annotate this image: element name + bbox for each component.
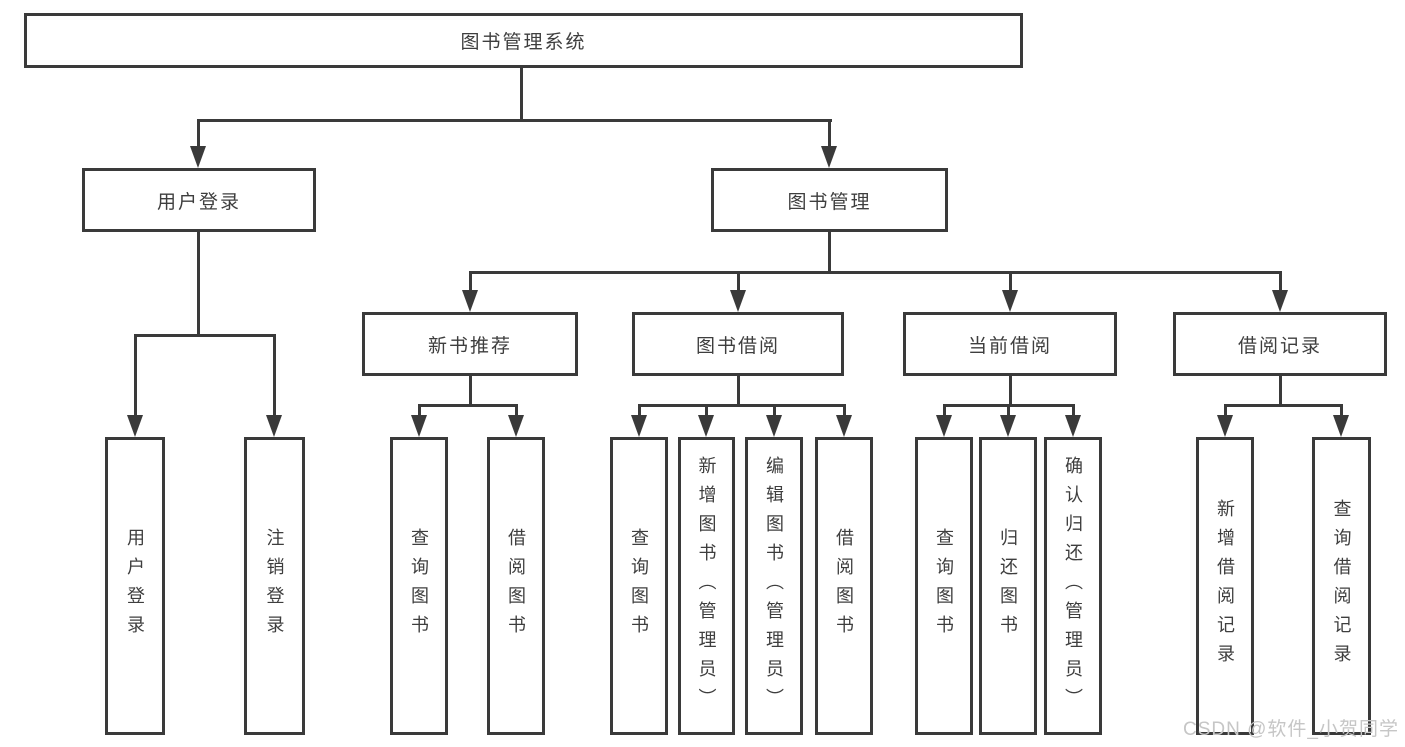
node-user-login: 用户登录 — [82, 168, 316, 232]
arrowhead-down-icon — [836, 415, 852, 437]
leaf-edit-book: 编辑图书（管理员） — [745, 437, 803, 735]
arrowhead-down-icon — [1000, 415, 1016, 437]
arrowhead-down-icon — [821, 146, 837, 168]
connector-line — [1007, 404, 1010, 417]
arrowhead-down-icon — [266, 415, 282, 437]
connector-line — [737, 374, 740, 406]
leaf-add-borrow-record-label: 新增借阅记录 — [1215, 499, 1235, 673]
leaf-add-book: 新增图书（管理员） — [678, 437, 735, 735]
node-root-label: 图书管理系统 — [460, 32, 587, 53]
arrowhead-down-icon — [631, 415, 647, 437]
leaf-add-book-label: 新增图书（管理员） — [696, 455, 717, 717]
connector-line — [418, 404, 421, 417]
leaf-query-book-c-label: 查询图书 — [934, 528, 954, 644]
connector-line — [469, 374, 472, 406]
leaf-query-book-a: 查询图书 — [390, 437, 448, 735]
connector-line — [1224, 404, 1342, 407]
connector-line — [418, 404, 518, 407]
connector-line — [1009, 374, 1012, 406]
connector-line — [134, 334, 137, 417]
arrowhead-down-icon — [698, 415, 714, 437]
connector-line — [197, 119, 200, 148]
leaf-confirm-return-label: 确认归还（管理员） — [1063, 455, 1083, 717]
node-new-book-rec: 新书推荐 — [362, 312, 578, 376]
node-borrow-record-label: 借阅记录 — [1237, 335, 1322, 357]
node-root: 图书管理系统 — [24, 13, 1023, 68]
leaf-add-borrow-record: 新增借阅记录 — [1196, 437, 1254, 735]
node-book-borrow: 图书借阅 — [632, 312, 844, 376]
connector-line — [134, 334, 276, 337]
connector-line — [515, 404, 518, 417]
leaf-query-book-a-label: 查询图书 — [409, 528, 429, 644]
arrowhead-down-icon — [1065, 415, 1081, 437]
connector-line — [705, 404, 708, 417]
arrowhead-down-icon — [766, 415, 782, 437]
connector-line — [1279, 271, 1282, 292]
connector-line — [773, 404, 776, 417]
leaf-logout: 注销登录 — [244, 437, 305, 735]
leaf-edit-book-label: 编辑图书（管理员） — [764, 455, 784, 717]
csdn-watermark: CSDN @软件_小贺同学 — [1183, 719, 1399, 740]
arrowhead-down-icon — [730, 290, 746, 312]
connector-line — [197, 119, 832, 122]
arrowhead-down-icon — [462, 290, 478, 312]
node-user-login-label: 用户登录 — [156, 191, 241, 213]
node-book-mgmt: 图书管理 — [711, 168, 948, 232]
leaf-borrow-book-b-label: 借阅图书 — [834, 528, 854, 644]
connector-line — [1224, 404, 1227, 417]
node-current-borrow: 当前借阅 — [903, 312, 1117, 376]
connector-line — [469, 271, 1282, 274]
leaf-query-borrow-record-label: 查询借阅记录 — [1331, 499, 1352, 673]
leaf-query-book-b-label: 查询图书 — [629, 528, 649, 644]
leaf-query-borrow-record: 查询借阅记录 — [1312, 437, 1371, 735]
leaf-borrow-book-a-label: 借阅图书 — [506, 528, 526, 644]
arrowhead-down-icon — [1333, 415, 1349, 437]
arrowhead-down-icon — [508, 415, 524, 437]
leaf-user-login-label: 用户登录 — [125, 528, 145, 644]
arrowhead-down-icon — [190, 146, 206, 168]
connector-line — [273, 334, 276, 417]
leaf-user-login: 用户登录 — [105, 437, 165, 735]
node-book-borrow-label: 图书借阅 — [695, 335, 780, 357]
arrowhead-down-icon — [936, 415, 952, 437]
connector-line — [1009, 271, 1012, 292]
connector-line — [1340, 404, 1343, 417]
arrowhead-down-icon — [1002, 290, 1018, 312]
node-new-book-rec-label: 新书推荐 — [427, 335, 512, 357]
connector-line — [828, 230, 831, 274]
node-current-borrow-label: 当前借阅 — [967, 335, 1052, 357]
connector-line — [843, 404, 846, 417]
connector-line — [469, 271, 472, 292]
connector-line — [828, 119, 831, 148]
connector-line — [737, 271, 740, 292]
node-borrow-record: 借阅记录 — [1173, 312, 1387, 376]
connector-line — [943, 404, 946, 417]
leaf-return-book: 归还图书 — [979, 437, 1037, 735]
connector-line — [1072, 404, 1075, 417]
leaf-logout-label: 注销登录 — [264, 528, 285, 644]
arrowhead-down-icon — [1272, 290, 1288, 312]
connector-line — [197, 230, 200, 336]
leaf-query-book-b: 查询图书 — [610, 437, 668, 735]
leaf-borrow-book-a: 借阅图书 — [487, 437, 545, 735]
leaf-query-book-c: 查询图书 — [915, 437, 973, 735]
leaf-confirm-return: 确认归还（管理员） — [1044, 437, 1102, 735]
node-book-mgmt-label: 图书管理 — [787, 191, 872, 213]
leaf-return-book-label: 归还图书 — [998, 528, 1018, 644]
connector-line — [638, 404, 641, 417]
arrowhead-down-icon — [1217, 415, 1233, 437]
connector-line — [1279, 374, 1282, 406]
connector-line — [638, 404, 845, 407]
arrowhead-down-icon — [411, 415, 427, 437]
leaf-borrow-book-b: 借阅图书 — [815, 437, 873, 735]
arrowhead-down-icon — [127, 415, 143, 437]
connector-line — [520, 66, 523, 122]
